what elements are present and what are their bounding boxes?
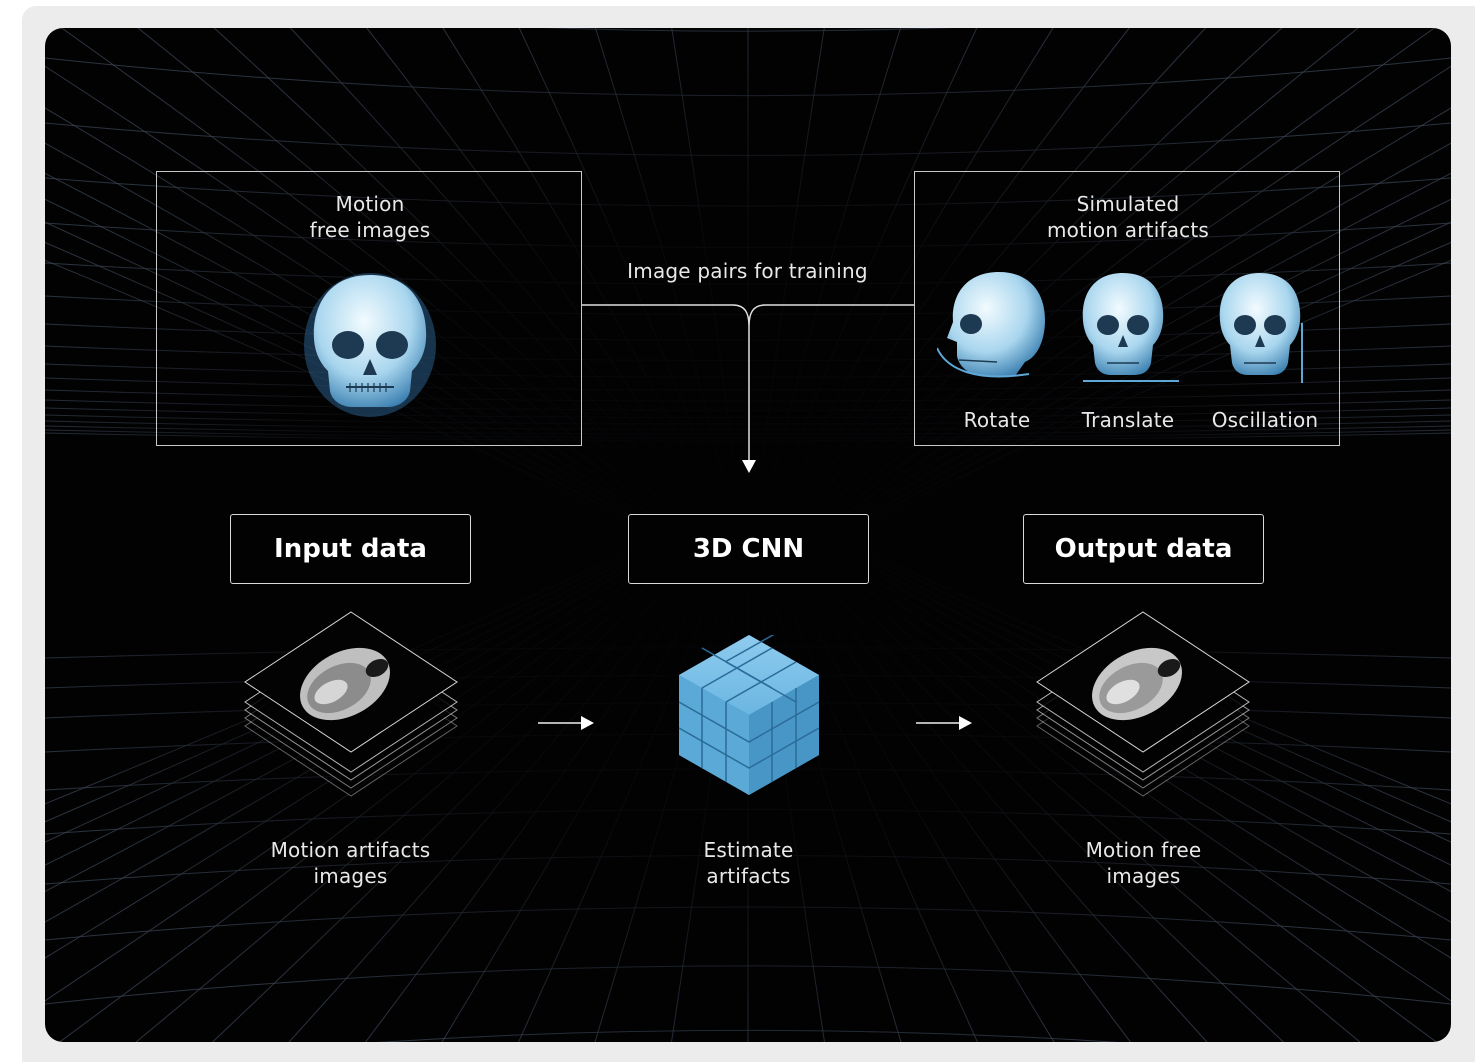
output-slice-stack-icon — [1036, 611, 1250, 797]
skull-translate-icon — [1082, 273, 1179, 382]
output-data-box: Output data — [1023, 514, 1264, 584]
cnn-to-output-arrow — [916, 716, 972, 730]
cnn-cube-icon — [679, 635, 819, 795]
input-slice-stack-icon — [244, 611, 458, 797]
skull-rotate-icon — [937, 272, 1045, 378]
motion-free-title: Motion free images — [309, 192, 431, 242]
arrow-down-icon — [742, 460, 756, 473]
simulated-artifacts-panel: Simulated motion artifacts — [914, 171, 1340, 446]
rotate-label: Rotate — [963, 408, 1031, 432]
output-caption: Motion free images — [1085, 838, 1202, 888]
simulated-title: Simulated motion artifacts — [1046, 192, 1210, 242]
motion-free-panel: Motion free images — [156, 171, 582, 446]
translate-label: Translate — [1081, 408, 1175, 432]
skull-oscillation-icon — [1219, 273, 1303, 383]
input-to-cnn-arrow — [538, 716, 594, 730]
cnn-caption: Estimate artifacts — [703, 838, 794, 888]
cnn-box: 3D CNN — [628, 514, 869, 584]
oscillation-label: Oscillation — [1211, 408, 1319, 432]
input-data-box: Input data — [230, 514, 471, 584]
training-connector — [582, 304, 914, 473]
diagram-canvas: Motion free images Simulated motion arti… — [45, 28, 1451, 1042]
skull-front-icon — [304, 273, 436, 417]
input-caption: Motion artifacts images — [270, 838, 431, 888]
image-pairs-label: Image pairs for training — [627, 259, 868, 283]
